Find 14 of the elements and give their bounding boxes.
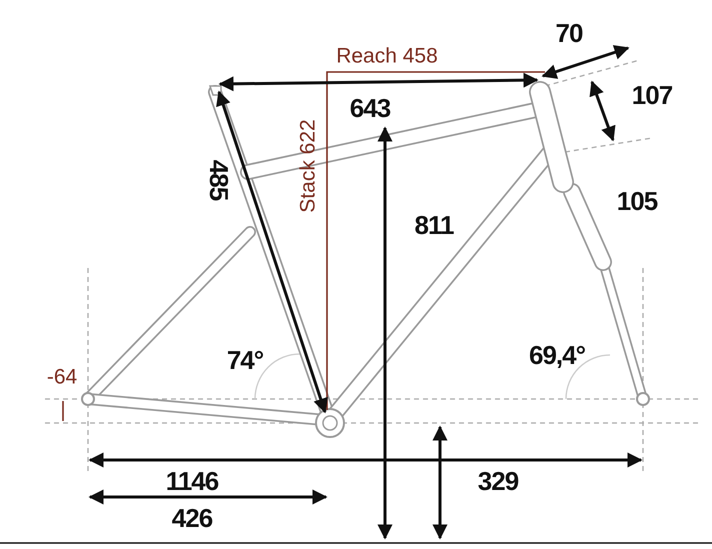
dimension-label: 426 xyxy=(172,505,212,531)
dimension-label: 107 xyxy=(632,82,672,108)
dimension-label: 643 xyxy=(350,95,390,121)
dimension-label: 811 xyxy=(414,212,454,238)
dimension-label: 70 xyxy=(556,20,582,46)
dimension-label: 74° xyxy=(226,347,264,373)
dimension-label: 1146 xyxy=(166,468,218,494)
dimension-label: -64 xyxy=(46,366,78,388)
dimension-label: 485 xyxy=(206,160,232,200)
dimension-label: 105 xyxy=(616,188,658,214)
dimension-label: 329 xyxy=(478,468,518,494)
dimension-label: Stack 622 xyxy=(298,119,318,213)
dimension-label: Reach 458 xyxy=(336,46,438,66)
dimension-label: 69,4° xyxy=(529,342,585,368)
